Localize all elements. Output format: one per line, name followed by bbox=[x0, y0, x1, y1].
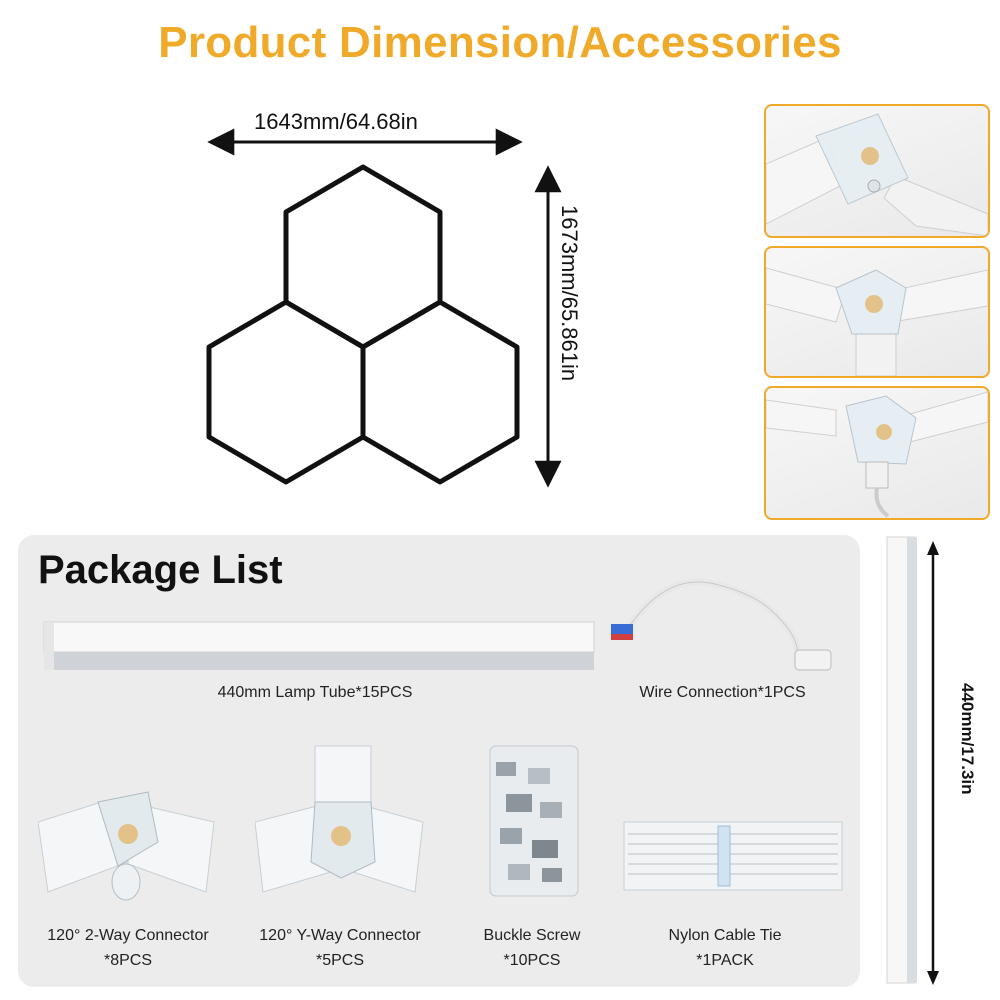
tube-length-label: 440mm/17.3in bbox=[958, 683, 977, 795]
item-2way-name: 120° 2-Way Connector bbox=[47, 927, 209, 944]
hexagon-left bbox=[206, 299, 366, 485]
item-2way-qty: *8PCS bbox=[103, 952, 153, 969]
connector-2way-image bbox=[766, 113, 988, 236]
item-yway-label: 120° Y-Way Connector *5PCS bbox=[235, 923, 445, 973]
width-label: 1643mm/64.68in bbox=[254, 109, 418, 134]
item-lamp-tube-label: 440mm Lamp Tube*15PCS bbox=[217, 684, 413, 701]
item-2way-label: 120° 2-Way Connector *8PCS bbox=[28, 923, 228, 973]
connector-yway-image bbox=[766, 267, 988, 376]
height-label: 1673mm/65.861in bbox=[557, 205, 582, 382]
item-cable-tie-qty: *1PACK bbox=[696, 952, 754, 969]
nylon-cable-tie-image bbox=[623, 821, 843, 891]
connector-wire-image bbox=[766, 391, 988, 518]
hexagon-top bbox=[283, 164, 443, 350]
connector-photo-2way bbox=[764, 104, 990, 238]
lamp-tube-vertical bbox=[886, 536, 939, 985]
hexagon-right bbox=[360, 299, 520, 485]
buckle-screw-bag-image bbox=[489, 745, 579, 897]
item-buckle-name: Buckle Screw bbox=[483, 927, 581, 944]
item-cable-tie-name: Nylon Cable Tie bbox=[668, 927, 782, 944]
connector-photo-wire bbox=[764, 386, 990, 520]
item-buckle-label: Buckle Screw *10PCS bbox=[452, 923, 612, 973]
wire-connection-image bbox=[611, 578, 832, 671]
item-yway-name: 120° Y-Way Connector bbox=[259, 927, 421, 944]
item-yway-qty: *5PCS bbox=[315, 952, 365, 969]
page-title: Product Dimension/Accessories bbox=[158, 18, 842, 67]
item-buckle-qty: *10PCS bbox=[503, 952, 561, 969]
item-cable-tie-label: Nylon Cable Tie *1PACK bbox=[622, 923, 828, 973]
connector-yway-image-pkg bbox=[255, 745, 424, 893]
item-wire-label: Wire Connection*1PCS bbox=[639, 684, 806, 701]
lamp-tube-horizontal bbox=[43, 621, 595, 670]
package-list-title: Package List bbox=[38, 548, 283, 592]
package-list-panel bbox=[18, 535, 860, 987]
connector-2way-image-pkg bbox=[38, 791, 215, 901]
hexagon-dimension-diagram bbox=[206, 128, 562, 488]
connector-photo-yway bbox=[764, 246, 990, 378]
